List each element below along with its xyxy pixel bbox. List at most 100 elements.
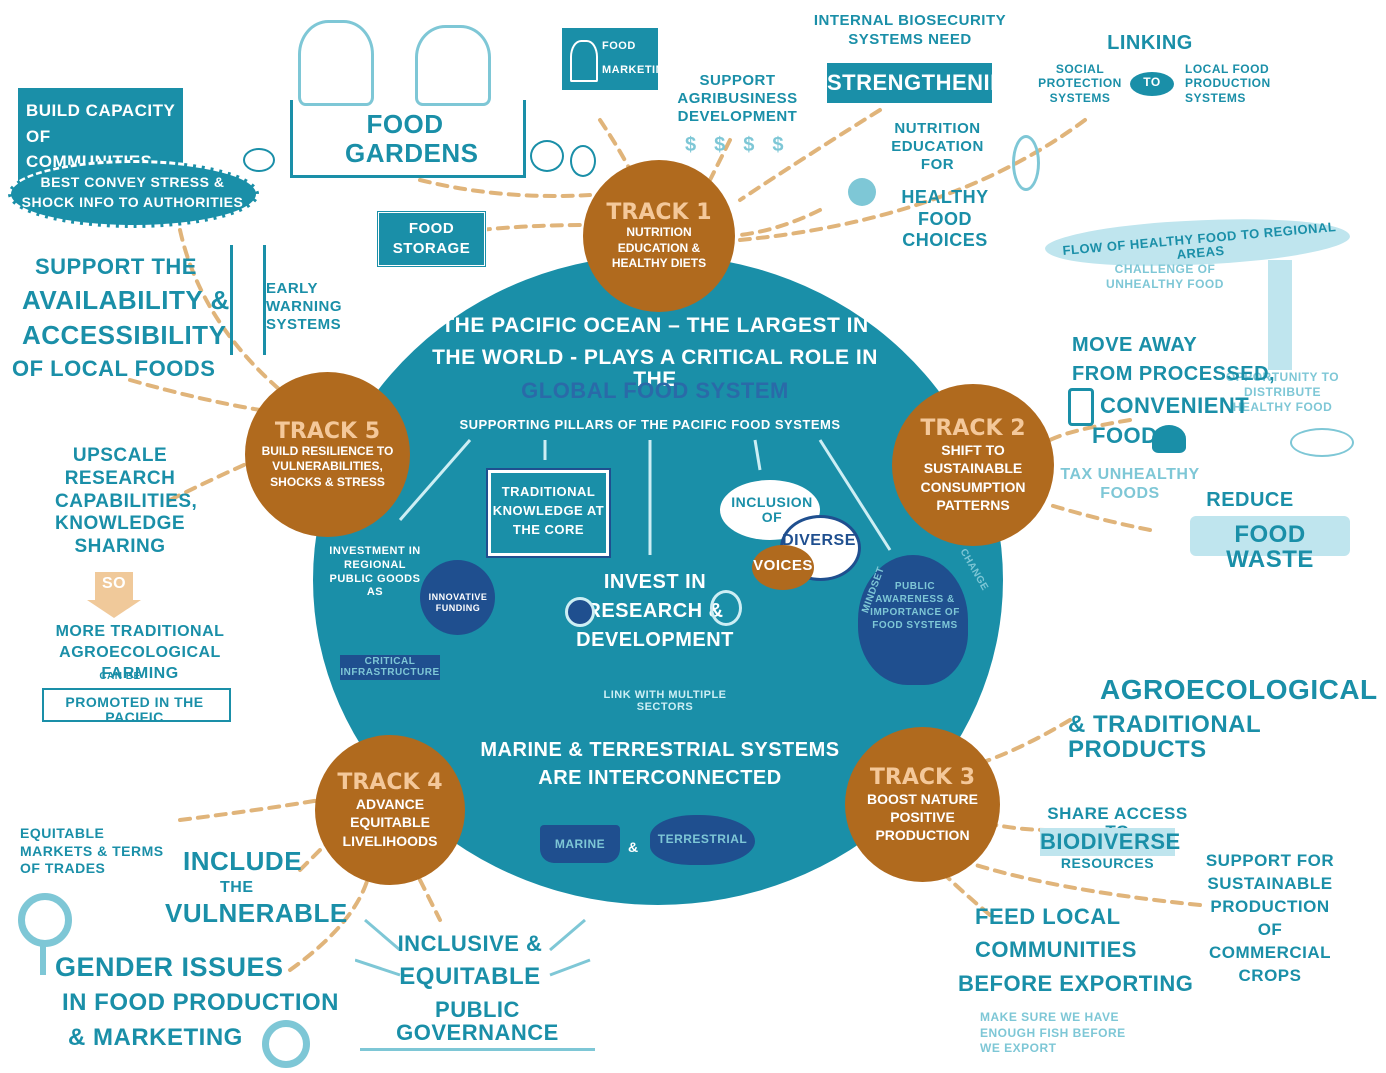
- support-avail-line-3: Accessibility: [22, 320, 227, 350]
- public-awareness-label: Public awareness & importance of food sy…: [870, 581, 960, 631]
- best-convey-label: Best convey stress & shock info to Autho…: [21, 174, 244, 211]
- upscale-label: Upscale Research Capabilities, Knowledge…: [55, 445, 198, 558]
- voices-label: Voices: [753, 557, 813, 574]
- ship-icon: [540, 825, 620, 863]
- include-line-2: the: [220, 879, 254, 896]
- gender-line-2: in Food Production: [62, 989, 339, 1016]
- food-waste-label: Food Waste: [1226, 521, 1314, 574]
- marine-label: Marine: [554, 837, 606, 851]
- marine-terrestrial-line-1: Marine & Terrestrial Systems: [480, 739, 840, 761]
- speech-bubble-voices: [752, 545, 814, 590]
- inclusive-line-3: Public Governance: [360, 998, 595, 1052]
- so-arrow-body: [95, 572, 133, 600]
- magnifier-icon: [565, 597, 595, 627]
- chick-icon: [570, 145, 596, 177]
- support-commercial-label: Support for Sustainable Production of Co…: [1205, 851, 1335, 985]
- inclusion-label: Inclusion of: [731, 494, 813, 525]
- move-away-line-3: Convenient: [1100, 393, 1250, 418]
- food-storage-label: Food Storage: [392, 220, 471, 257]
- track-4-circle: Track 4 Advance Equitable Livelihoods: [315, 735, 465, 885]
- promoted-banner: [42, 688, 231, 722]
- apple-icon: [848, 178, 876, 206]
- female-symbol-stem: [40, 945, 46, 975]
- reduce-label: Reduce: [1206, 489, 1294, 511]
- flow-stream: [1268, 260, 1292, 370]
- track-1-desc: Nutrition Education & Healthy Diets: [611, 225, 707, 271]
- support-avail-line-1: Support the: [35, 254, 197, 279]
- headline-line-1: The Pacific Ocean – the largest in: [441, 314, 869, 337]
- resources-label: Resources: [1060, 855, 1155, 871]
- track-2-circle: Track 2 Shift to Sustainable Consumption…: [892, 384, 1054, 546]
- early-warning-label: Early Warning Systems: [266, 280, 342, 333]
- biosecurity-label: Internal Biosecurity Systems Need: [813, 12, 1007, 48]
- burger-icon: [1152, 425, 1186, 453]
- can-be-label: can be: [99, 671, 141, 682]
- chicken-icon: [243, 148, 275, 172]
- food-storage-box: Food Storage: [376, 210, 487, 268]
- amp-label: &: [628, 839, 639, 855]
- male-symbol-icon: [262, 1020, 310, 1068]
- track-3-title: Track 3: [869, 764, 976, 790]
- promoted-label: Promoted in the Pacific: [65, 694, 204, 725]
- track-2-title: Track 2: [920, 416, 1026, 442]
- move-away-line-4: Food: [1092, 423, 1158, 448]
- track-3-circle: Track 3 Boost Nature Positive Production: [845, 727, 1000, 882]
- food-waste-banner: [1190, 516, 1350, 556]
- gender-line-3: & Marketing: [68, 1024, 243, 1051]
- traditional-knowledge-box: Traditional Knowledge at the Core: [486, 468, 611, 558]
- opportunity-label: Opportunity to distribute Healthy Food: [1225, 370, 1340, 414]
- invest-rd-label: Invest in Research & Development: [576, 571, 734, 651]
- food-marketing-label: Food Marketing: [602, 40, 674, 77]
- biodiverse-label: Biodiverse: [1040, 829, 1181, 854]
- diverse-label: Diverse: [782, 532, 856, 549]
- healthy-choices-label: Healthy Food Choices: [901, 187, 989, 251]
- to-label: to: [1143, 75, 1161, 89]
- move-away-line-2: from Processed,: [1072, 363, 1276, 385]
- support-avail-line-4: of Local Foods: [12, 356, 216, 381]
- equitable-markets-label: Equitable Markets & Terms of Trades: [20, 825, 164, 876]
- feed-local-line-2: Communities: [975, 937, 1137, 962]
- track-1-title: Track 1: [606, 200, 712, 226]
- track-3-desc: Boost Nature Positive Production: [867, 790, 978, 844]
- food-marketing-box: Food Marketing: [562, 28, 674, 90]
- linking-label: Linking: [1107, 32, 1193, 54]
- so-label: So: [101, 575, 127, 592]
- headline-line-2: the World - plays a critical role in the: [432, 346, 878, 392]
- banana-icon: [1012, 135, 1040, 191]
- agroecological-line-1: Agroecological: [1100, 674, 1378, 705]
- track-2-desc: Shift to Sustainable Consumption Pattern…: [920, 442, 1026, 513]
- traditional-knowledge-label: Traditional Knowledge at the Core: [492, 484, 605, 537]
- support-agri-label: Support Agribusiness Development: [677, 72, 798, 125]
- track-5-desc: Build Resilience to Vulnerabilities, Sho…: [261, 443, 394, 489]
- track-4-title: Track 4: [337, 770, 443, 796]
- track-5-circle: Track 5 Build Resilience to Vulnerabilit…: [245, 372, 410, 537]
- social-protection-label: Social Protection Systems: [1038, 62, 1122, 105]
- dollar-icon: $$$$: [685, 134, 802, 156]
- track-5-title: Track 5: [274, 418, 381, 444]
- link-connector-icon: [1130, 72, 1174, 96]
- nutrition-edu-label: Nutrition Education for: [891, 120, 984, 173]
- feed-local-line-1: Feed Local: [975, 904, 1121, 929]
- move-away-line-1: Move away: [1072, 334, 1198, 356]
- invest-regional-label: Investment in Regional Public Goods as: [329, 545, 421, 599]
- pillars-label: Supporting pillars of the Pacific Food S…: [459, 417, 841, 432]
- more-traditional-label: More Traditional Agroecological Farming: [55, 623, 225, 682]
- tax-unhealthy-label: Tax Unhealthy Foods: [1060, 466, 1200, 503]
- make-sure-label: Make sure we have enough fish before we …: [980, 1010, 1126, 1056]
- include-line-1: Include: [183, 846, 303, 876]
- terrestrial-label: Terrestrial: [657, 832, 748, 846]
- feed-local-line-3: Before Exporting: [958, 971, 1194, 996]
- tower-icon: [230, 245, 266, 355]
- headline-line-3: Global Food System: [521, 378, 789, 403]
- female-symbol-icon: [18, 893, 72, 947]
- biodiverse-highlight: [1040, 828, 1175, 856]
- palm-tree-icon: [298, 20, 374, 106]
- agroecological-line-2: & Traditional Products: [1068, 711, 1261, 764]
- challenge-label: Challenge of Unhealthy Food: [1106, 262, 1224, 291]
- governance-arrows: [355, 918, 591, 977]
- down-arrow-icon: [87, 600, 141, 618]
- lightbulb-icon: [710, 590, 742, 626]
- include-line-3: Vulnerable: [165, 898, 348, 928]
- strengthening-label: Strengthening: [827, 70, 1025, 95]
- head-silhouette-icon: [858, 555, 968, 685]
